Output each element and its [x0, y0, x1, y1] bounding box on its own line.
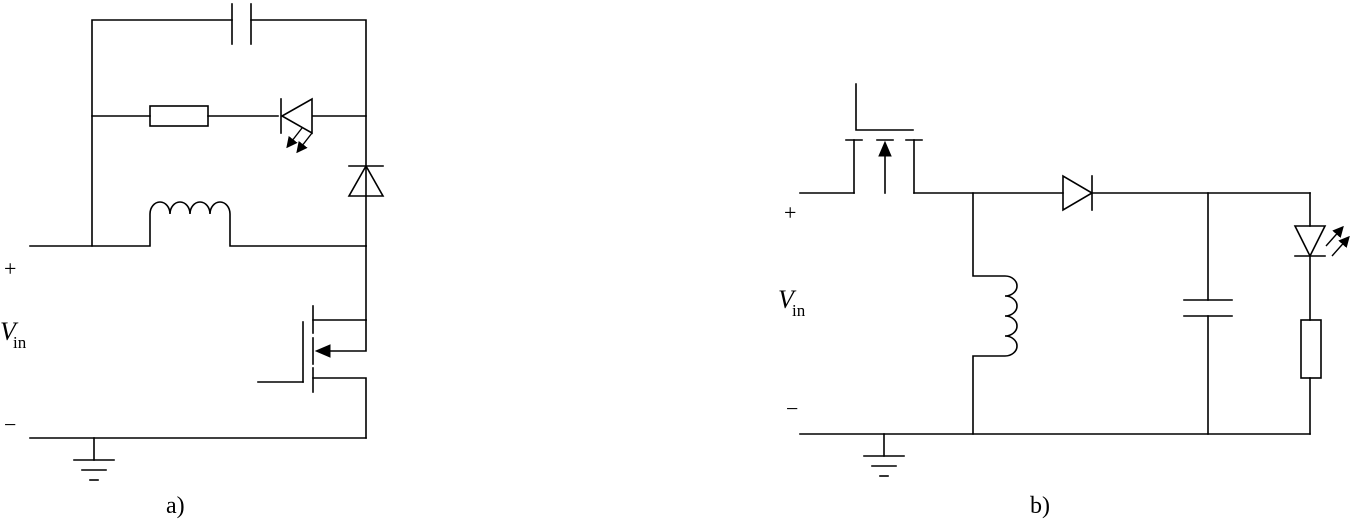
- vin-sub-a: in: [13, 333, 27, 352]
- caption-a: a): [166, 493, 185, 519]
- circuit-a: + − V in a): [0, 3, 385, 519]
- vin-main-a: V: [0, 317, 19, 346]
- circuit-b: + − V in b): [778, 83, 1350, 519]
- vin-label-a: V in: [0, 317, 27, 352]
- ground-a: [29, 437, 367, 481]
- diode-a: [347, 164, 385, 197]
- mosfet-a: [257, 245, 367, 439]
- led-resistor-branch-a: [91, 105, 367, 127]
- vin-plus-a: +: [4, 256, 16, 281]
- inductor-a: [29, 201, 367, 247]
- diode-b: [1062, 174, 1094, 212]
- caption-b: b): [1030, 493, 1050, 519]
- vin-main-b: V: [778, 285, 797, 314]
- mosfet-b: [845, 83, 923, 194]
- ground-b: [799, 433, 1311, 477]
- inductor-b: [972, 192, 1018, 435]
- led-a: [280, 97, 313, 154]
- output-capacitor-a: [91, 3, 367, 247]
- vin-minus-b: −: [786, 396, 798, 421]
- vin-label-b: V in: [778, 285, 806, 320]
- led-b: [1293, 192, 1350, 258]
- vin-minus-a: −: [4, 412, 16, 437]
- resistor-b: [1300, 255, 1322, 435]
- vin-plus-b: +: [784, 200, 796, 225]
- capacitor-b: [1183, 192, 1233, 435]
- vin-sub-b: in: [792, 301, 806, 320]
